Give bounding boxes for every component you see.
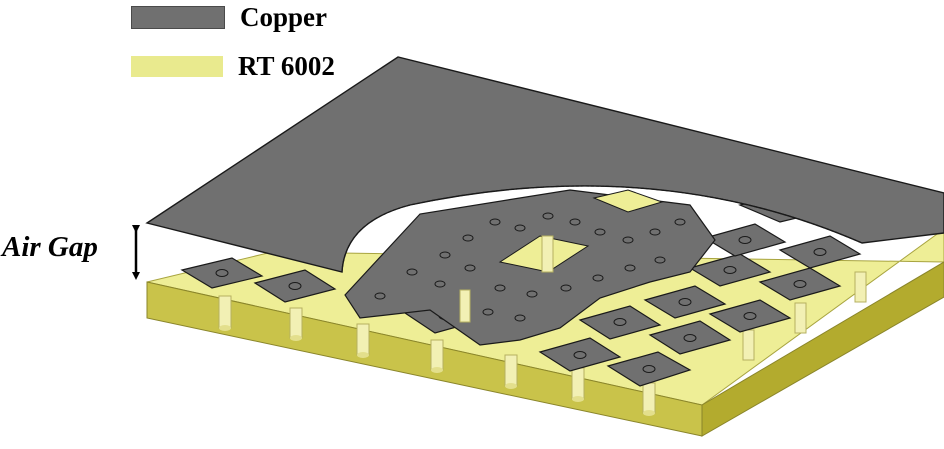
copper-patch — [688, 253, 772, 287]
legend-item-rt6002: RT 6002 — [131, 51, 335, 81]
feed-network-post — [459, 289, 471, 323]
copper-patch — [253, 269, 337, 303]
legend-label-rt6002: RT 6002 — [238, 50, 335, 81]
via-array — [218, 271, 867, 416]
copper-patch — [643, 285, 727, 319]
copper-patch — [648, 320, 732, 355]
via — [742, 329, 755, 361]
via — [794, 302, 807, 334]
copper-patch — [758, 267, 842, 301]
copper-patch — [578, 305, 662, 340]
via — [854, 271, 867, 303]
via — [289, 307, 303, 341]
copper-patch — [606, 351, 692, 387]
via — [218, 295, 232, 331]
via — [356, 323, 370, 358]
legend-label-copper: Copper — [240, 1, 327, 32]
copper-patch — [538, 337, 622, 372]
feed-network-post — [541, 235, 554, 273]
via — [571, 367, 585, 402]
legend-swatch-copper — [131, 5, 225, 29]
feed-network-holes — [374, 212, 686, 322]
substrate-side-face — [701, 261, 944, 437]
cut-away-edge — [341, 185, 863, 273]
copper-patch — [708, 299, 792, 333]
via — [504, 354, 518, 389]
feed-network — [344, 189, 716, 346]
legend-swatch-rt6002 — [131, 55, 223, 77]
air-gap-label: Air Gap — [2, 231, 98, 263]
copper-patch — [703, 223, 787, 257]
via — [642, 382, 656, 416]
copper-patch — [778, 235, 862, 269]
copper-patch — [180, 257, 264, 289]
feed-network-slot — [592, 189, 664, 213]
via — [430, 339, 444, 373]
legend-item-copper: Copper — [131, 2, 327, 32]
